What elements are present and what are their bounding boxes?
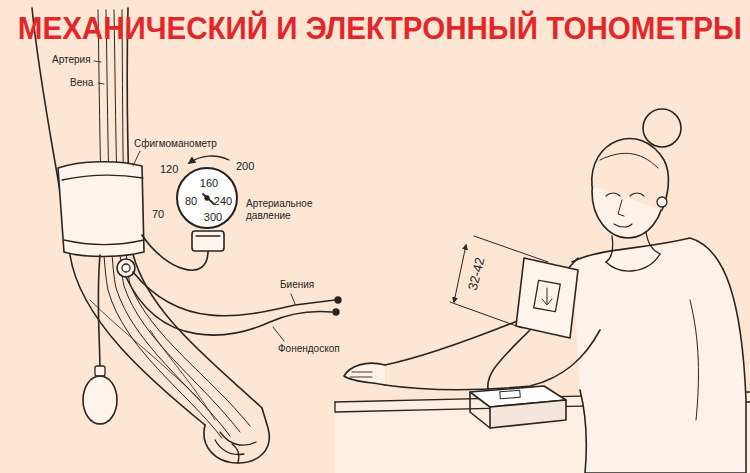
woman-figure: [572, 109, 746, 473]
woman-arm: [344, 363, 385, 385]
part-label: Вена: [70, 77, 93, 89]
electronic-cuff: [516, 258, 578, 338]
woman-figure: [657, 197, 667, 207]
woman-figure: [646, 232, 660, 254]
gauge-dial: 16080 240 300: [176, 167, 238, 229]
leader-line: [133, 151, 140, 166]
part-label: Фонендоскоп: [278, 343, 340, 355]
tonometer-device: [470, 386, 566, 428]
arm-outline: [32, 8, 205, 425]
gauge-drawing: [205, 196, 209, 200]
scale-number: 70: [152, 208, 164, 221]
leader-line: [273, 327, 284, 341]
pressure-cuff: [58, 162, 144, 257]
stethoscope: [117, 259, 341, 335]
bulb-and-tubes: [95, 366, 105, 376]
part-label: Биения: [280, 279, 314, 291]
pressure-cuff: [58, 162, 144, 257]
stethoscope: [133, 272, 335, 316]
arm-outline: [232, 444, 239, 463]
arm-outline: [32, 8, 269, 463]
leader-line: [291, 294, 295, 304]
woman-figure: [614, 224, 632, 227]
gauge-drawing: [192, 231, 224, 251]
arm-outline: [220, 432, 256, 445]
electronic-cuff: [488, 258, 578, 400]
bulb-and-tubes: [83, 376, 117, 424]
scale-number: 120: [160, 163, 178, 176]
gauge-drawing: [178, 169, 236, 227]
woman-figure: [606, 236, 613, 262]
blood-vessels: [150, 330, 215, 420]
electronic-cuff: [534, 280, 561, 311]
dimension-lines: [450, 236, 548, 328]
dimension-lines: [454, 245, 466, 302]
woman-figure: [618, 200, 624, 216]
tonometer-device: [470, 392, 490, 428]
title-text: МЕХАНИЧЕСКИЙ И ЭЛЕКТРОННЫЙ ТОНОМЕТРЫ: [18, 12, 742, 46]
dimension-label: 32-42: [466, 256, 489, 292]
stethoscope: [335, 297, 341, 303]
woman-figure: [572, 238, 746, 473]
stethoscope: [122, 264, 130, 272]
dial-number: 240: [214, 196, 232, 207]
gauge-drawing: [196, 235, 220, 236]
woman-figure: [643, 109, 681, 147]
woman-figure: [606, 254, 660, 271]
bulb-and-tubes: [83, 235, 208, 424]
title-banner: МЕХАНИЧЕСКИЙ И ЭЛЕКТРОННЫЙ ТОНОМЕТРЫ: [0, 12, 750, 46]
woman-figure: [630, 193, 644, 196]
tonometer-device: [490, 400, 566, 428]
part-label: Сфигмоманометр: [134, 138, 217, 150]
scale-number: 200: [236, 160, 254, 173]
stethoscope: [333, 309, 339, 315]
bulb-and-tubes: [98, 255, 100, 372]
part-label: Артериальное давление: [246, 198, 328, 221]
woman-arm: [385, 330, 600, 390]
dimension-lines: [450, 302, 522, 328]
woman-figure: [690, 300, 698, 420]
dial-number: 80: [185, 196, 197, 207]
gauge-drawing: [189, 156, 229, 163]
gauge-drawing: [178, 156, 236, 251]
leader-line: [94, 61, 101, 62]
woman-figure: [592, 139, 669, 210]
electronic-cuff: [542, 288, 552, 305]
arm-outline: [127, 8, 262, 408]
woman-arm: [350, 372, 372, 377]
dial-number: 300: [204, 212, 222, 223]
gauge-drawing: [203, 194, 214, 204]
woman-figure: [600, 153, 658, 168]
arm-outline: [215, 440, 244, 454]
leader-line: [98, 83, 104, 84]
stethoscope: [126, 277, 332, 335]
part-label: Артерия: [52, 54, 91, 66]
pressure-cuff: [62, 175, 143, 180]
stethoscope: [117, 259, 135, 277]
tonometer-device: [500, 390, 520, 398]
woman-figure: [606, 193, 620, 196]
dial-number: 160: [200, 178, 218, 189]
pressure-cuff: [64, 240, 144, 245]
